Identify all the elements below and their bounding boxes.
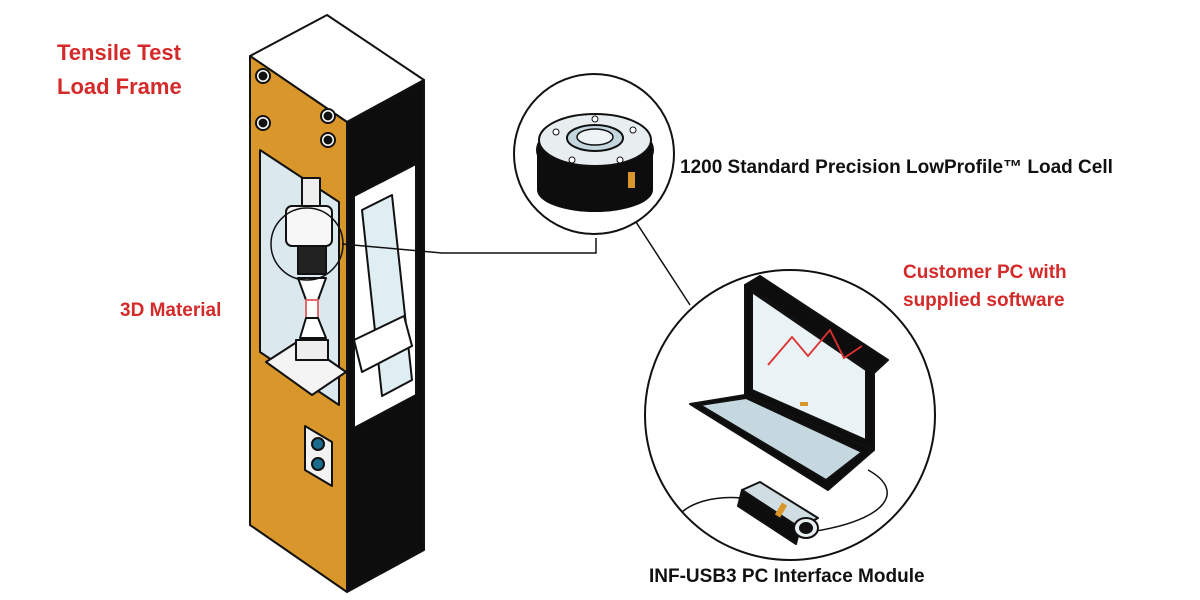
leader-line-pc — [635, 221, 691, 306]
frame-title-line1: Tensile Test — [57, 40, 181, 65]
laptop-icon — [689, 275, 889, 491]
usb-cable — [681, 469, 888, 533]
load-cell-label: 1200 Standard Precision LowProfile™ Load… — [680, 157, 1113, 178]
usb-interface-module-icon — [737, 481, 819, 545]
screen-chart-line — [767, 328, 863, 366]
material-label: 3D Material — [120, 300, 222, 321]
frame-title-line2: Load Frame — [57, 74, 182, 99]
pc-label-line2: supplied software — [903, 290, 1065, 311]
interface-module-label: INF-USB3 PC Interface Module — [649, 566, 925, 587]
frame-title: Tensile Test Load Frame — [57, 36, 182, 104]
leader-line-load-cell — [341, 238, 597, 254]
load-frame-illustration — [249, 14, 425, 593]
load-cell-icon — [513, 73, 675, 235]
pc-label: Customer PC with supplied software — [903, 259, 1067, 315]
pc-label-line1: Customer PC with — [903, 262, 1067, 283]
